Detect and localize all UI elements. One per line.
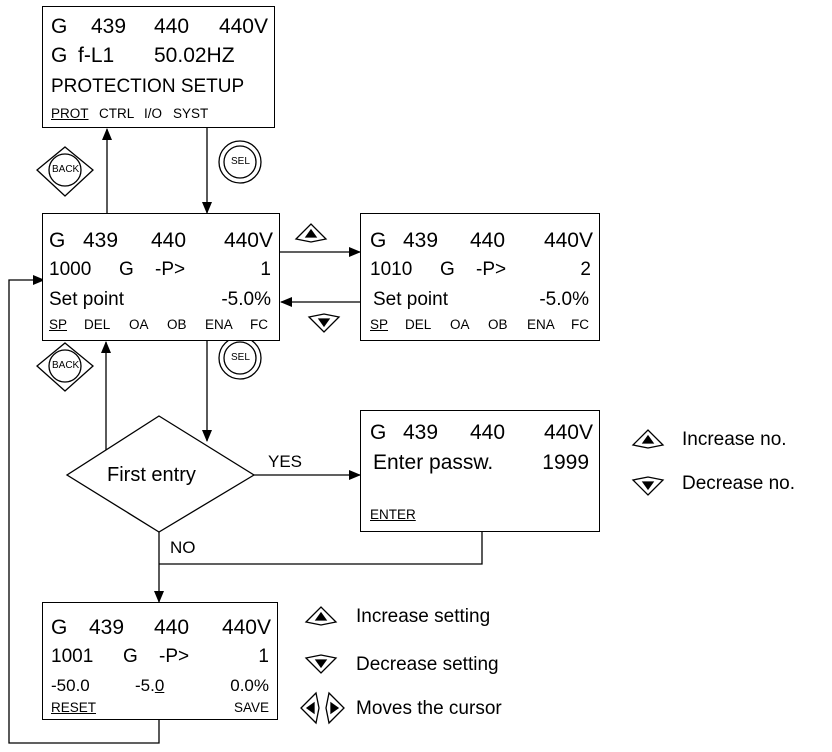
line3-value: -5.0: [135, 677, 164, 694]
legend-decrease-setting: Decrease setting: [356, 654, 499, 675]
arrow-loop-return: [8, 275, 160, 744]
display-setpoint-next: G 439 440 440V 1010 G -P> 2 Set point -5…: [360, 213, 600, 341]
menu-ctrl: CTRL: [99, 106, 135, 121]
display-setpoint: G 439 440 440V 1000 G -P> 1 Set point -5…: [42, 213, 280, 341]
line1-v3: 440V: [223, 229, 273, 252]
line2-g: G: [123, 646, 138, 667]
line2-param: 1000: [49, 259, 92, 280]
decrease-no-icon: [631, 476, 665, 496]
menu-save: SAVE: [233, 700, 269, 715]
down-key-icon: [307, 313, 341, 333]
line2-value: 50.02HZ: [154, 44, 235, 67]
menu-io: I/O: [144, 106, 163, 121]
line2-func: -P>: [476, 259, 507, 280]
line3-title: PROTECTION SETUP: [51, 76, 245, 97]
back-label-1: BACK: [52, 164, 80, 175]
line1-v3: 440V: [543, 229, 593, 252]
menu-ena: ENA: [527, 317, 555, 332]
line2-g: G: [119, 259, 134, 280]
line1-v2: 440: [470, 229, 506, 252]
menu-ob: OB: [488, 317, 508, 332]
line3-max: 0.0%: [230, 676, 269, 695]
increase-no-icon: [631, 429, 665, 449]
line2-index: 2: [580, 259, 591, 280]
line3-value-main: -5.: [135, 676, 155, 695]
line1-v1: 439: [89, 616, 125, 639]
cursor-right-icon: [325, 691, 345, 725]
line1-g: G: [370, 229, 387, 252]
line1-v3: 440V: [218, 15, 268, 38]
line1-v3: 440V: [543, 421, 593, 444]
back-button-2: [36, 342, 94, 392]
line1-g: G: [51, 15, 68, 38]
menu-sp: SP: [49, 317, 68, 332]
legend-increase-no: Increase no.: [682, 429, 787, 450]
line1-v2: 440: [470, 421, 506, 444]
line2-g: G: [440, 259, 455, 280]
display-protection-setup: G 439 440 440V G f-L1 50.02HZ PROTECTION…: [42, 6, 275, 128]
line2-label: f-L1: [78, 44, 115, 67]
decision-label: First entry: [107, 464, 196, 486]
menu-oa: OA: [450, 317, 470, 332]
line2-index: 1: [260, 259, 271, 280]
line1-g: G: [51, 616, 68, 639]
menu-syst: SYST: [173, 106, 209, 121]
menu-enter: ENTER: [370, 507, 416, 522]
line1-g: G: [49, 229, 66, 252]
line1-v3: 440V: [221, 616, 271, 639]
line2-value: 1999: [542, 451, 589, 474]
menu-reset: RESET: [51, 700, 97, 715]
line1-v2: 440: [154, 616, 190, 639]
line1-g: G: [370, 421, 387, 444]
line3-min: -50.0: [51, 676, 90, 695]
line3-label: Set point: [49, 289, 124, 310]
line1-v2: 440: [151, 229, 187, 252]
decision-yes-label: YES: [268, 452, 303, 471]
line2-param: 1001: [51, 646, 94, 667]
menu-sp: SP: [370, 317, 389, 332]
menu-del: DEL: [405, 317, 432, 332]
line-password-merge: [159, 532, 483, 565]
line2-g: G: [51, 44, 68, 67]
line3-cursor-digit: 0: [154, 676, 165, 695]
sel-button-1: [218, 140, 262, 184]
line3-value: -5.0%: [539, 289, 589, 310]
display-password: G 439 440 440V Enter passw. 1999 ENTER: [360, 410, 600, 532]
line1-v2: 440: [154, 15, 190, 38]
menu-ena: ENA: [205, 317, 233, 332]
line2-param: 1010: [370, 259, 413, 280]
legend-decrease-no: Decrease no.: [682, 473, 796, 494]
sel-label-2: SEL: [231, 352, 250, 363]
line3-label: Set point: [373, 289, 448, 310]
menu-del: DEL: [84, 317, 111, 332]
line1-v1: 439: [83, 229, 119, 252]
back-button-1: [36, 146, 94, 197]
cursor-left-icon: [300, 691, 320, 725]
line1-v1: 439: [403, 229, 439, 252]
line2-index: 1: [258, 646, 269, 667]
menu-fc: FC: [250, 317, 268, 332]
line1-v1: 439: [91, 15, 127, 38]
menu-ob: OB: [167, 317, 187, 332]
line2-label: Enter passw.: [373, 451, 494, 474]
sel-label-1: SEL: [231, 156, 250, 167]
line3-value: -5.0%: [221, 289, 271, 310]
line2-func: -P>: [159, 646, 190, 667]
display-edit: G 439 440 440V 1001 G -P> 1 -50.0 -5.0 0…: [42, 602, 278, 720]
line1-v1: 439: [403, 421, 439, 444]
decrease-setting-icon: [304, 654, 338, 674]
menu-prot: PROT: [51, 106, 89, 121]
legend-moves-cursor: Moves the cursor: [356, 698, 502, 719]
menu-fc: FC: [571, 317, 589, 332]
menu-oa: OA: [129, 317, 149, 332]
decision-no-label: NO: [170, 538, 196, 557]
up-key-icon: [294, 223, 328, 243]
legend-increase-setting: Increase setting: [356, 606, 491, 627]
line2-func: -P>: [155, 259, 186, 280]
increase-setting-icon: [304, 606, 338, 626]
back-label-2: BACK: [52, 360, 80, 371]
